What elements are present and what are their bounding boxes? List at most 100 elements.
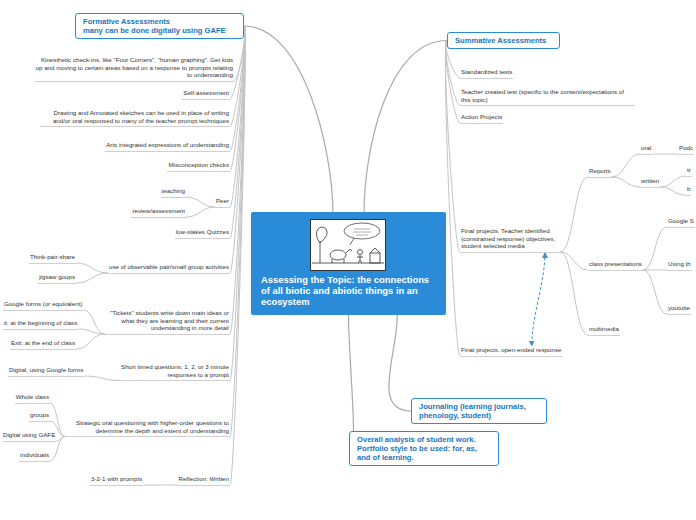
topic-item: Exit: at the end of class (10, 339, 76, 350)
item-text: "Tickets" students write down main ideas… (106, 309, 229, 332)
item-text: Journaling (learning journals, phenology… (419, 402, 539, 420)
branch-line (364, 41, 447, 213)
topic-item: jigsaw goups (38, 273, 76, 284)
branch-line (230, 26, 245, 485)
item-text: groups (30, 411, 49, 419)
topic-item: teaching (161, 187, 186, 198)
item-text: use of observable pair/small group activ… (109, 263, 229, 271)
branch-line (612, 177, 640, 187)
branch-line (76, 273, 108, 283)
branch-line (560, 252, 588, 335)
branch-line (230, 26, 245, 437)
branch-line (445, 41, 460, 124)
topic-item: Reflection: Written (178, 475, 230, 486)
item-text: Misconception checks (168, 161, 229, 169)
topic-item: Using th (667, 260, 692, 271)
branch-line (652, 154, 678, 155)
item-text: Self-assessment (183, 89, 229, 97)
topic-item: Kinesthetic check-ins, like "Four Corner… (34, 56, 234, 82)
branch-line (78, 329, 105, 334)
branch-line (643, 227, 667, 270)
item-text: multimedia (589, 325, 619, 333)
topic-item: multimedia (588, 325, 620, 336)
branch-line (389, 315, 411, 411)
cartoon-illustration (310, 219, 386, 271)
topic-item: low-stakes Quizzes (175, 228, 230, 239)
topic-item: individuals (19, 451, 50, 462)
item-text: Podc (679, 144, 693, 152)
item-text: Final projects. open-ended response (461, 346, 561, 354)
item-text: Teacher created test (specific to the co… (461, 88, 634, 103)
topic-item: Final projects. open-ended response (460, 346, 562, 357)
branch-line (84, 376, 120, 381)
branch-line (660, 176, 686, 187)
item-text: b (687, 185, 690, 193)
item-text: jigsaw goups (39, 273, 75, 281)
branch-line (244, 26, 333, 212)
topic-item: Action Projects (460, 113, 503, 124)
topic-item: Google S (667, 217, 695, 228)
item-text: Google S (668, 217, 694, 225)
item-text: teaching (162, 187, 185, 195)
topic-item: Arts integrated expressions of understan… (105, 141, 230, 152)
branch-line (143, 485, 177, 486)
topic-item: Think-pair-share (29, 253, 76, 264)
item-text: Peer (216, 197, 229, 205)
item-text: Arts integrated expressions of understan… (106, 141, 229, 149)
topic-item: oral (640, 144, 652, 155)
topic-item: Final projects. Teacher identified (cons… (460, 227, 560, 253)
topic-item: Whole class (15, 393, 50, 404)
item-text: Formative Assessments (83, 17, 236, 26)
branch-line (643, 270, 667, 314)
item-text: individuals (20, 451, 49, 459)
topic-item: "Tickets" students write down main ideas… (105, 309, 230, 335)
topic-item: review/assessment (131, 207, 186, 218)
topic-item: Digital, using Google forms (8, 366, 84, 377)
branch-line (612, 154, 640, 177)
topic-item: Reports (588, 167, 612, 178)
branch-box: Overall analysis of student work. Portfo… (349, 431, 499, 466)
branch-line (186, 197, 215, 207)
item-text: Think-pair-share (30, 253, 75, 261)
topic-item: b (686, 185, 691, 196)
topic-item: Short timed questions; 1, 2, or 3 minute… (120, 363, 230, 381)
item-text: Standardized tests (461, 68, 512, 76)
topic-item: it: at the beginning of class (3, 319, 78, 330)
item-text: Final projects. Teacher identified (cons… (461, 227, 559, 250)
topic-item: class presentations (588, 260, 643, 271)
central-topic-box: Assessing the Topic: the connections of … (251, 212, 446, 315)
item-text: Summative Assessments (455, 36, 552, 45)
topic-item: Podc (678, 144, 694, 155)
branch-box: Journaling (learning journals, phenology… (411, 398, 547, 424)
item-text: Exit: at the end of class (11, 339, 75, 347)
item-text: low-stakes Quizzes (176, 228, 229, 236)
topic-item: use of observable pair/small group activ… (108, 263, 230, 274)
branch-line (349, 315, 354, 431)
branch-line (445, 41, 460, 253)
topic-item: Peer (215, 197, 230, 208)
topic-item: tr (686, 166, 692, 177)
item-text: tr (687, 166, 691, 174)
dashed-link (532, 253, 545, 347)
branch-line (186, 207, 215, 217)
item-text: Reports (589, 167, 611, 175)
item-text: Digital using GAFE (3, 431, 55, 439)
topic-item: Drawing and Annotated sketches can be us… (40, 109, 230, 127)
item-text: Action Projects (461, 113, 502, 121)
item-text: Digital, using Google forms (9, 366, 83, 374)
item-text: Short timed questions; 1, 2, or 3 minute… (121, 363, 229, 378)
central-title: Assessing the Topic: the connections of … (251, 274, 446, 315)
branch-line (445, 41, 460, 357)
topic-item: Teacher created test (specific to the co… (460, 88, 635, 106)
branch-box: Formative Assessmentsmany can be done di… (75, 13, 244, 39)
topic-item: youtube (667, 304, 691, 315)
item-text: review/assessment (132, 207, 185, 215)
item-text: youtube (668, 304, 690, 312)
item-text: written (641, 177, 659, 185)
topic-item: Misconception checks (167, 161, 230, 172)
topic-item: Strategic oral questioning with higher-o… (65, 419, 230, 437)
item-text: Reflection: Written (179, 475, 229, 483)
branch-box: Summative Assessments (447, 32, 560, 49)
item-text: many can be done digitally using GAFE (83, 26, 236, 35)
